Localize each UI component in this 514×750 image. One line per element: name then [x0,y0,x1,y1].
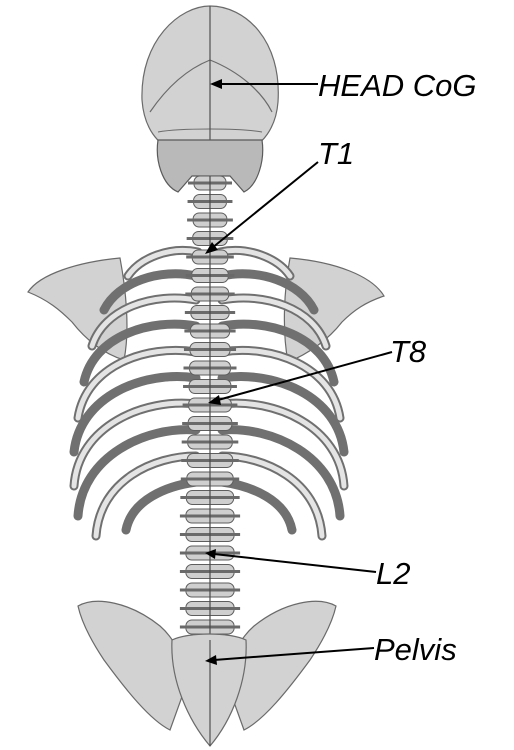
l2-leader [214,554,376,572]
t8-label: T8 [390,334,427,369]
pelvis-label: Pelvis [374,632,457,667]
t1-label: T1 [318,136,354,171]
head-cog-label: HEAD CoG [318,68,476,103]
l2-label: L2 [376,556,410,591]
skull [142,6,278,192]
